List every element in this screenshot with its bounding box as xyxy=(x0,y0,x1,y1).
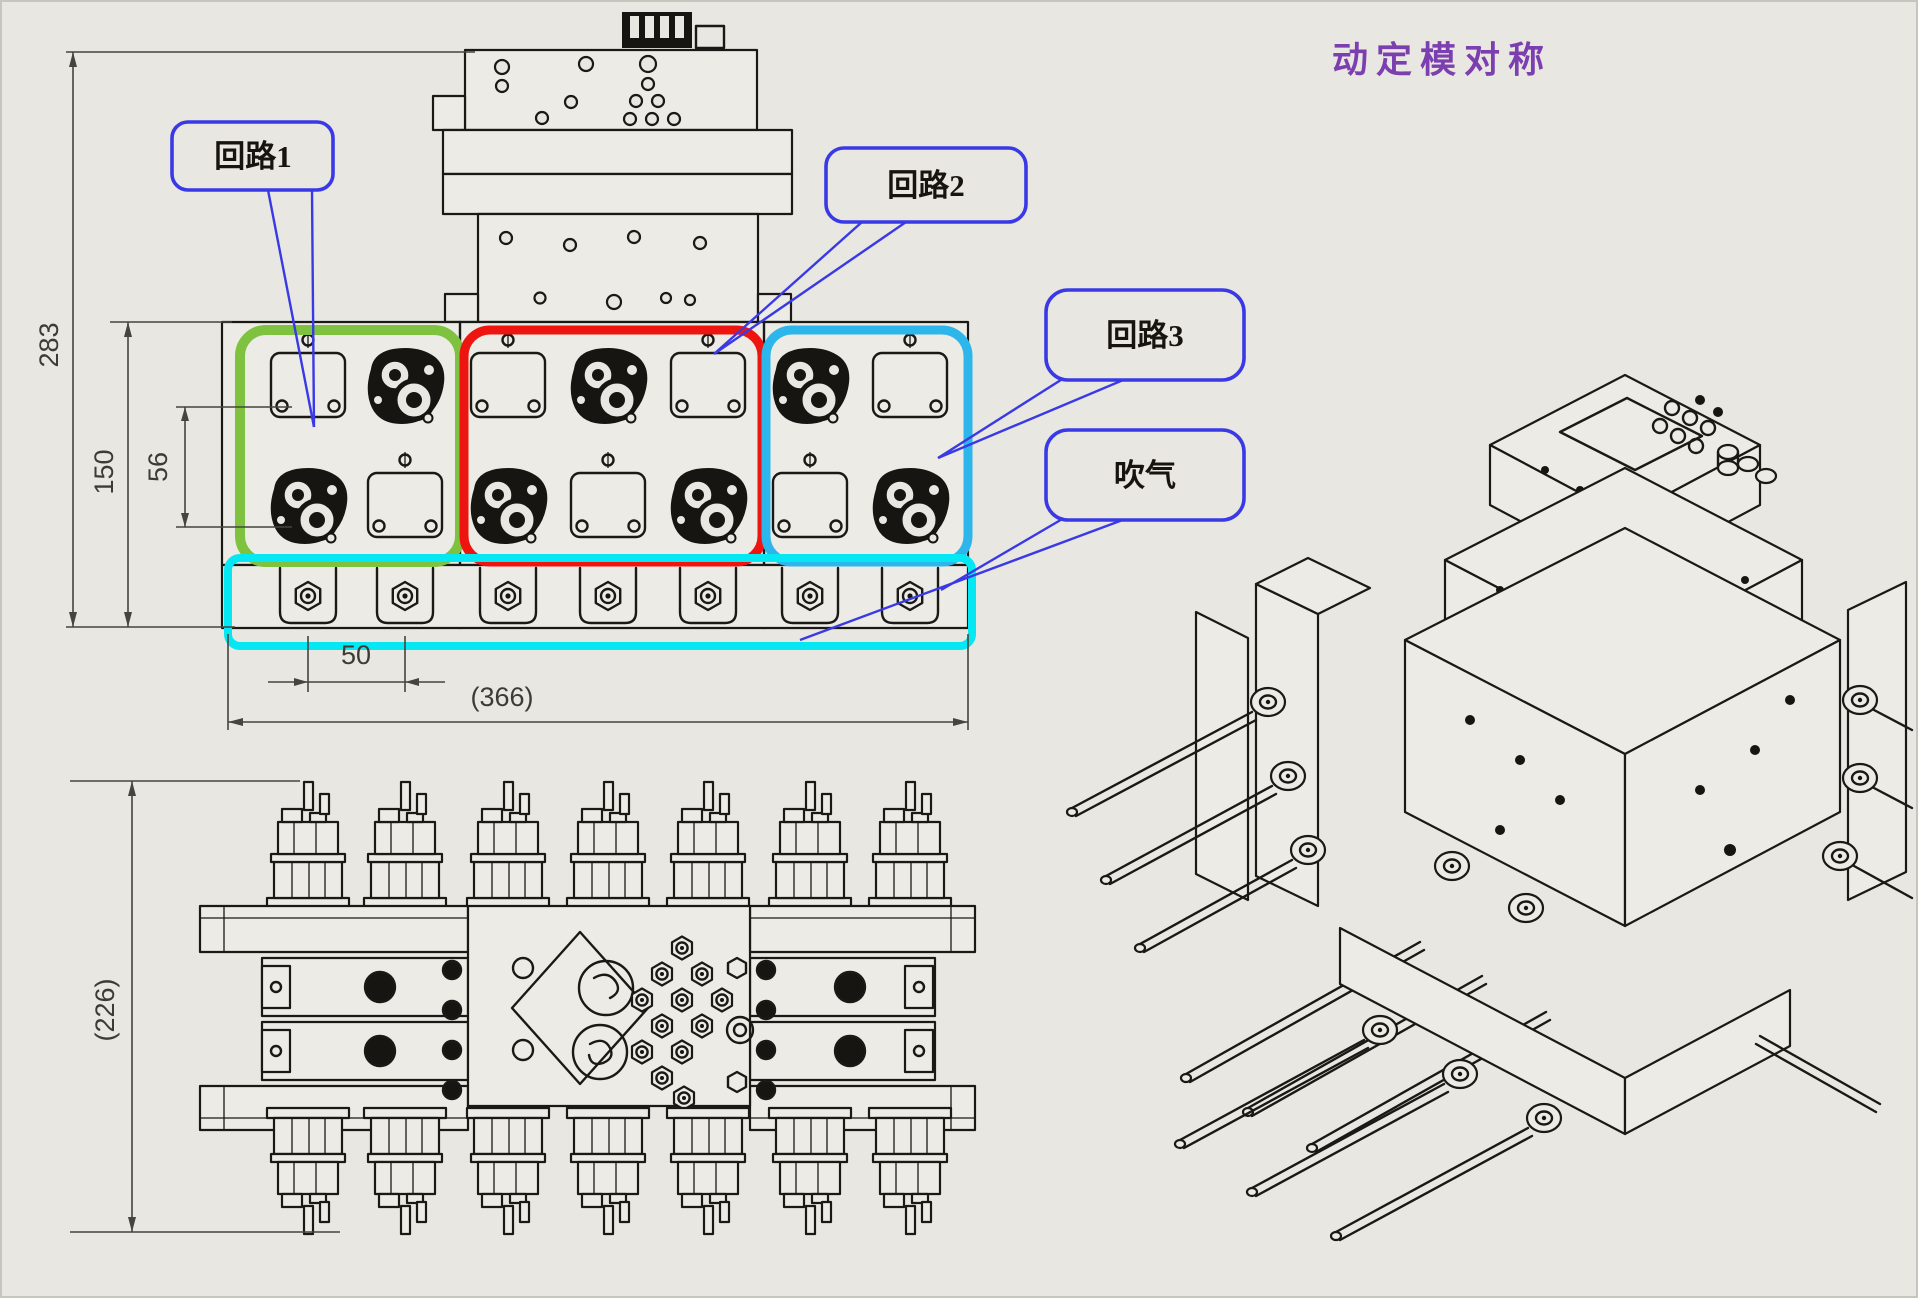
svg-text:(366): (366) xyxy=(470,682,533,712)
callout-circuit-2: 回路2 xyxy=(713,146,1028,355)
air-blow-highlight xyxy=(224,554,976,650)
symmetry-note: 动定模对称 xyxy=(1332,39,1552,80)
cylinder-unit xyxy=(767,780,853,910)
callout-circuit-3: 回路3 xyxy=(937,288,1246,460)
cylinder-unit xyxy=(665,780,751,910)
dimension-283: 283 xyxy=(34,51,475,628)
dimensions: 283 150 56 50 xyxy=(34,51,969,1233)
svg-text:50: 50 xyxy=(341,640,371,670)
callout-label: 回路3 xyxy=(1106,318,1184,353)
callout-circuit-1: 回路1 xyxy=(170,120,335,428)
iso-valve-cluster xyxy=(1821,684,1914,900)
svg-text:150: 150 xyxy=(89,449,119,494)
cylinder-unit xyxy=(362,780,448,910)
cylinder-unit xyxy=(265,780,351,910)
callout-box xyxy=(824,146,1028,224)
top-clamp-assembly xyxy=(431,12,794,324)
front-view xyxy=(220,12,976,650)
dimension-150: 150 xyxy=(89,321,232,627)
callout-box xyxy=(1044,288,1246,382)
manifold-plate xyxy=(220,320,970,630)
cylinder-unit xyxy=(465,780,551,910)
svg-text:56: 56 xyxy=(143,452,173,482)
iso-valve-cluster xyxy=(1179,850,1552,1154)
callout-box xyxy=(1044,428,1246,522)
cylinder-unit xyxy=(565,780,651,910)
dimension-366: (366) xyxy=(227,634,969,730)
iso-valve-cluster xyxy=(1065,686,1327,954)
center-block xyxy=(466,904,755,1111)
dimension-50: 50 xyxy=(268,636,445,692)
callout-label: 回路2 xyxy=(887,168,965,203)
callout-air-blow: 吹气 xyxy=(799,428,1246,642)
isometric-view xyxy=(1065,373,1914,1242)
dimension-56: 56 xyxy=(143,406,292,528)
svg-text:283: 283 xyxy=(34,322,64,367)
svg-text:(226): (226) xyxy=(90,978,120,1041)
dimension-226: (226) xyxy=(70,780,340,1233)
callouts: 回路1 回路2 回路3 吹气 xyxy=(170,120,1246,642)
bottom-view xyxy=(198,780,977,1236)
callout-box xyxy=(170,120,335,192)
cylinder-unit xyxy=(867,780,953,910)
callout-label: 回路1 xyxy=(214,139,292,174)
callout-label: 吹气 xyxy=(1114,458,1176,493)
